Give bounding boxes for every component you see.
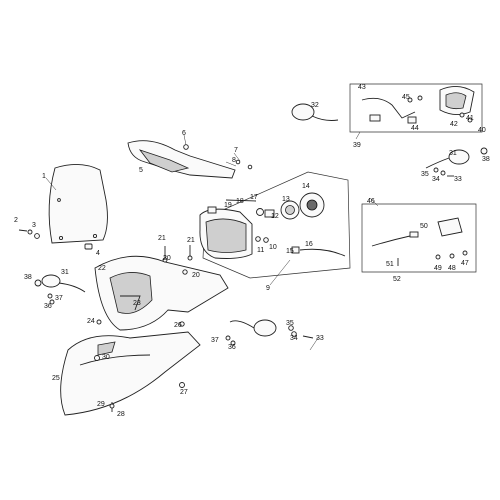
label-11: 11 (257, 247, 264, 254)
label-16: 16 (305, 241, 313, 248)
label-5: 5 (139, 167, 143, 174)
label-38a: 38 (24, 274, 32, 281)
label-4: 4 (96, 250, 100, 257)
label-42: 42 (450, 121, 458, 128)
tail-light-unit (361, 86, 475, 124)
label-6: 6 (182, 130, 186, 137)
tail-assembly-frame (349, 83, 483, 133)
windscreen (48, 164, 108, 244)
label-29: 29 (97, 401, 105, 408)
label-33b: 33 (316, 335, 324, 342)
label-23: 23 (133, 300, 141, 307)
label-36a: 36 (44, 303, 52, 310)
label-8: 8 (232, 157, 236, 164)
screw-2-3 (18, 229, 40, 239)
label-35a: 35 (421, 171, 429, 178)
plate-light (371, 217, 468, 266)
label-35b: 35 (286, 320, 294, 327)
leader-lines (45, 131, 379, 351)
label-32: 32 (311, 102, 319, 109)
label-25: 25 (52, 375, 60, 382)
label-47: 47 (461, 260, 469, 267)
label-22: 22 (98, 265, 106, 272)
front-fairing (94, 255, 229, 331)
label-10: 10 (269, 244, 277, 251)
headlight-unit (199, 206, 253, 259)
label-31a: 31 (61, 269, 69, 276)
label-34b: 34 (290, 335, 298, 342)
label-26: 26 (174, 322, 182, 329)
label-9: 9 (266, 285, 270, 292)
label-37b: 37 (211, 337, 219, 344)
label-17: 17 (250, 194, 258, 201)
label-14: 14 (302, 183, 310, 190)
part-number-labels: 1 2 3 4 5 6 7 8 9 10 11 12 13 14 15 16 1… (14, 84, 490, 418)
label-3: 3 (32, 222, 36, 229)
label-28: 28 (117, 411, 125, 418)
label-50: 50 (420, 223, 428, 230)
label-34a: 34 (432, 176, 440, 183)
spacer-4 (84, 243, 93, 250)
bulb-holder-assembly (225, 192, 346, 257)
label-21a: 21 (158, 235, 166, 242)
label-49: 49 (434, 265, 442, 272)
label-27: 27 (180, 389, 188, 396)
label-18: 18 (236, 198, 244, 205)
label-7: 7 (234, 147, 238, 154)
label-41: 41 (466, 115, 474, 122)
label-2: 2 (14, 217, 18, 224)
label-52: 52 (393, 276, 401, 283)
turn-signal-center (225, 319, 314, 346)
label-20a: 20 (163, 255, 171, 262)
label-21b: 21 (187, 237, 195, 244)
label-31b: 31 (449, 150, 457, 157)
label-48: 48 (448, 265, 456, 272)
label-1: 1 (42, 173, 46, 180)
label-33a: 33 (454, 176, 462, 183)
label-43: 43 (358, 84, 366, 91)
turn-signal-left (34, 274, 86, 305)
label-36b: 36 (228, 344, 236, 351)
label-13: 13 (282, 196, 290, 203)
label-44: 44 (411, 125, 419, 132)
turn-signal-rear-right (425, 147, 488, 177)
label-40: 40 (478, 127, 486, 134)
label-46: 46 (367, 198, 375, 205)
label-24: 24 (87, 318, 95, 325)
rear-light (291, 103, 339, 121)
label-39: 39 (353, 142, 361, 149)
label-20b: 20 (192, 272, 200, 279)
label-19: 19 (224, 202, 232, 209)
plate-light-frame (361, 203, 477, 273)
label-38b: 38 (482, 156, 490, 163)
label-45: 45 (402, 94, 410, 101)
label-37a: 37 (55, 295, 63, 302)
label-30: 30 (102, 354, 110, 361)
hardware-screws (94, 245, 193, 412)
label-12: 12 (271, 213, 279, 220)
headlight-frame (202, 171, 351, 279)
headlight-cover-panel (127, 140, 253, 179)
side-fairing (60, 331, 201, 416)
label-51: 51 (386, 261, 394, 268)
label-15: 15 (286, 248, 294, 255)
